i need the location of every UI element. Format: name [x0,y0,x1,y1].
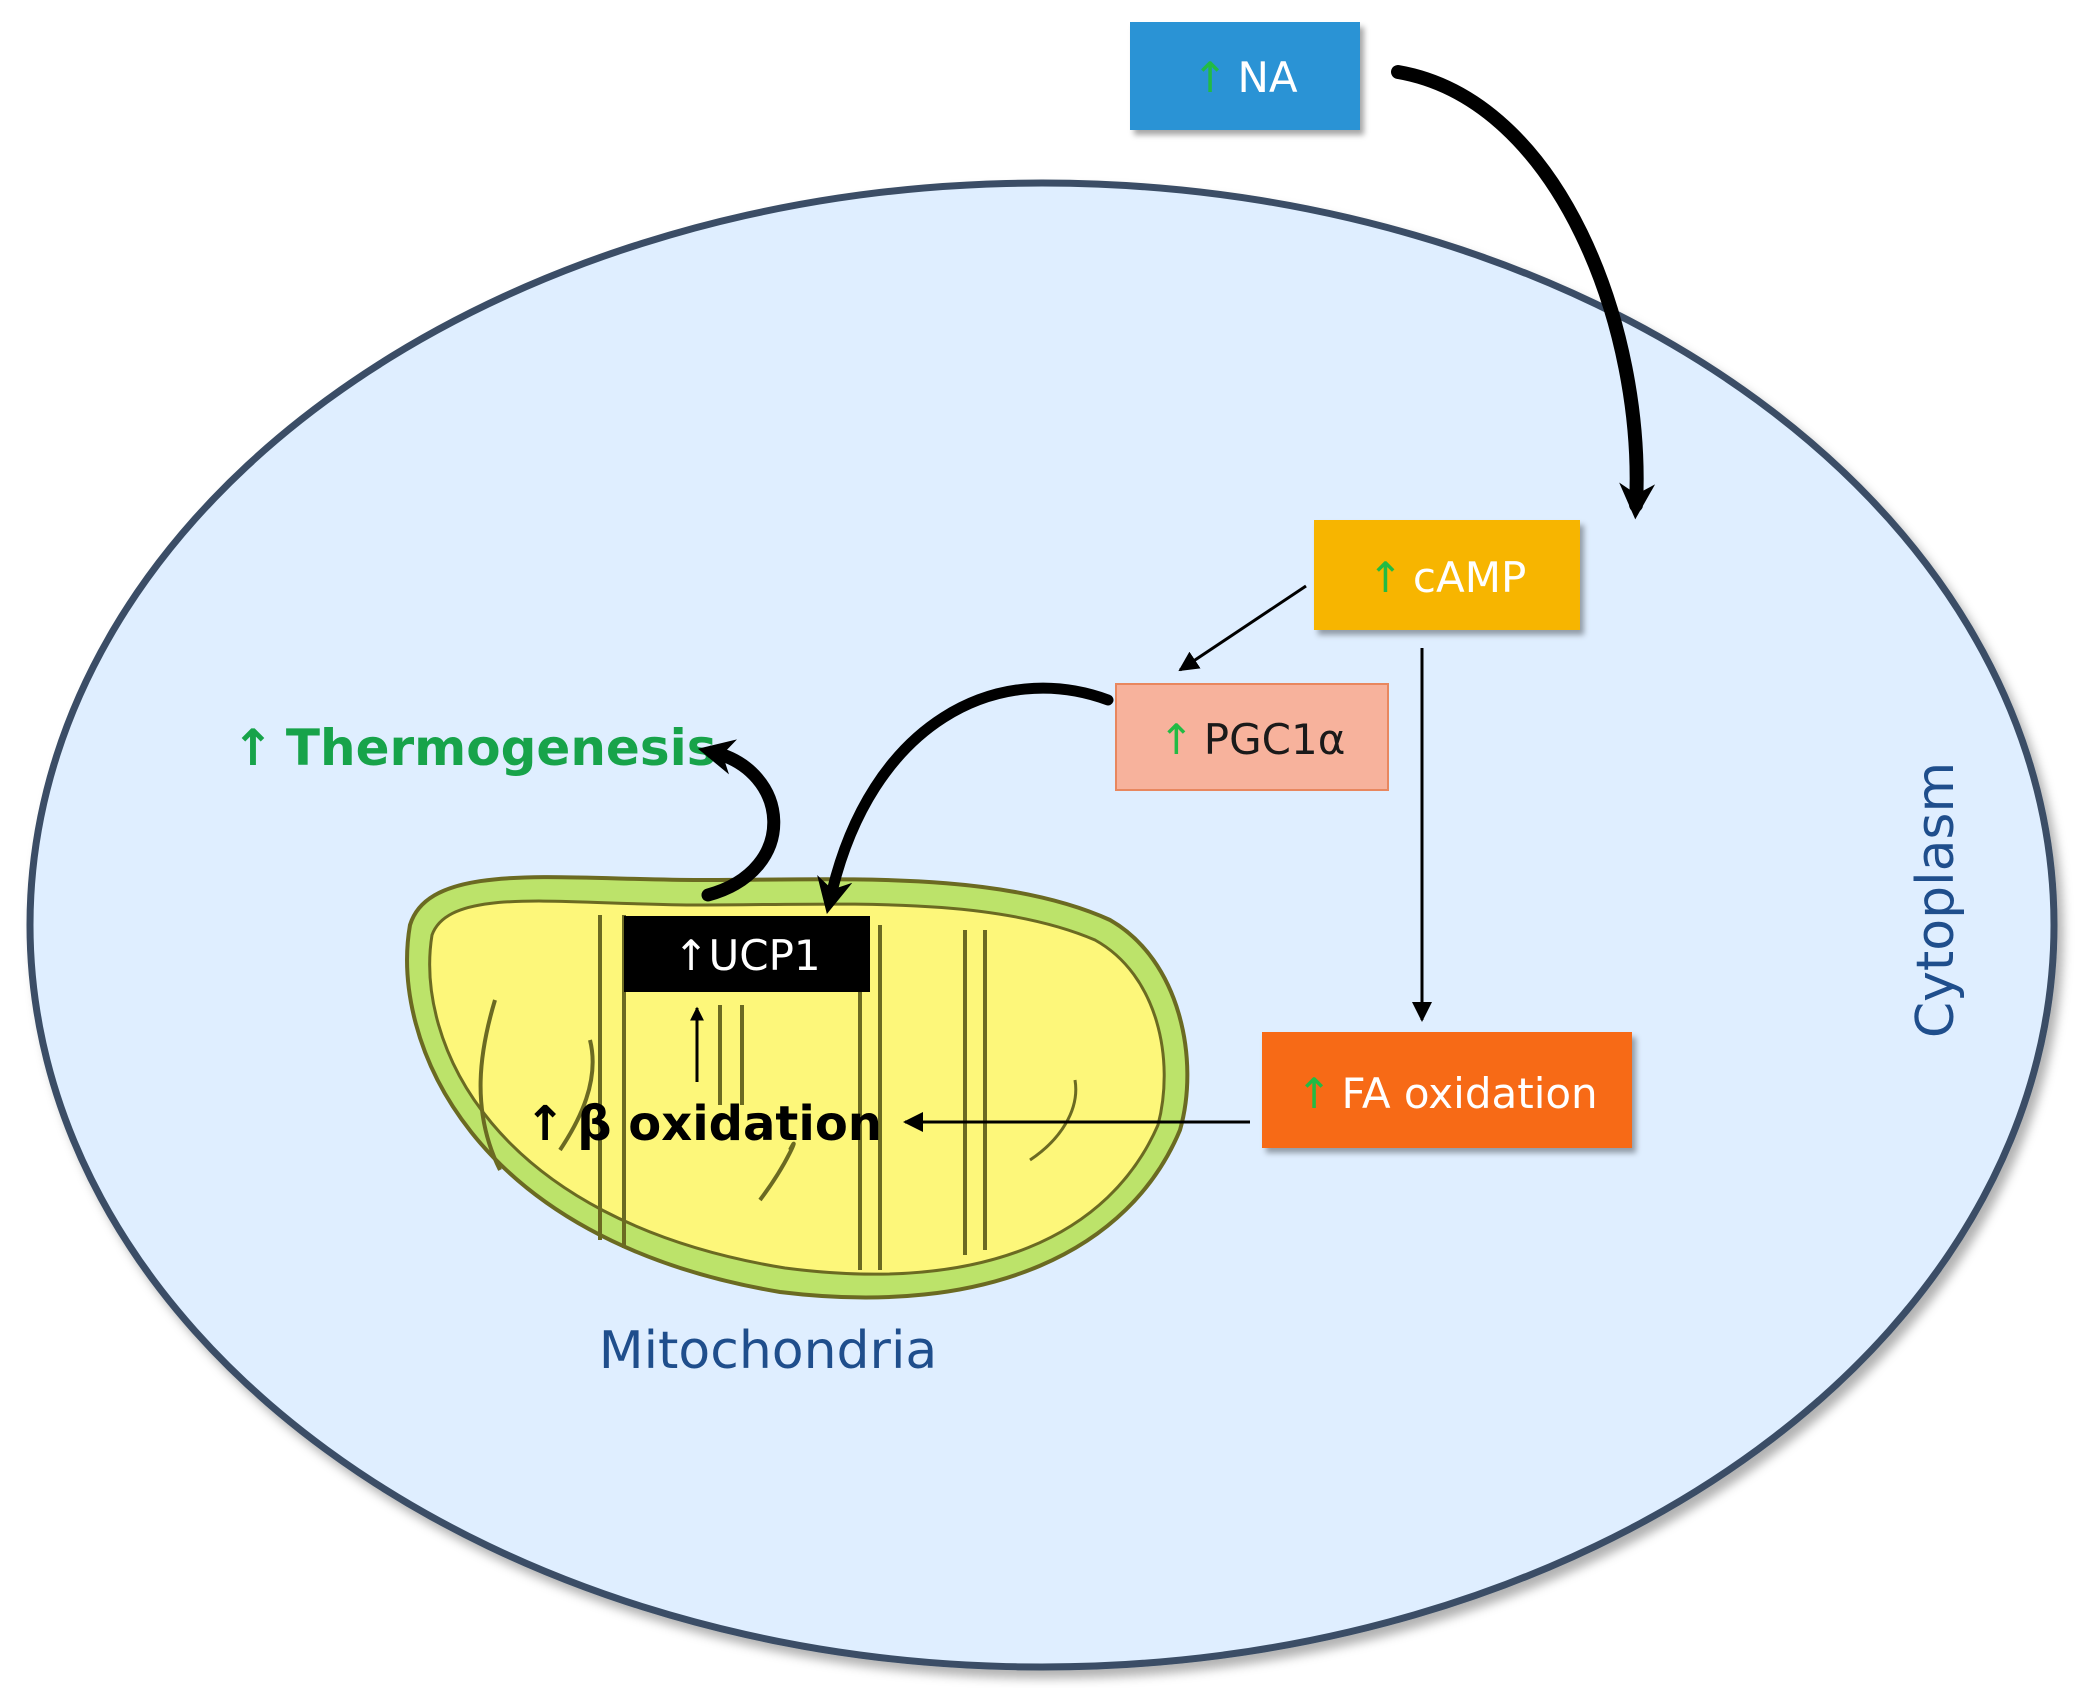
beta-oxidation-text: β oxidation [577,1096,882,1152]
arrow-camp-to-pgc1a [1178,584,1307,672]
na-up-arrow: ↑ [1192,53,1227,102]
camp-node: ↑cAMP [1314,520,1580,630]
camp-text: cAMP [1413,553,1526,602]
pgc1a-node: ↑PGC1α [1115,683,1389,791]
mito-crista [758,1141,796,1202]
fa-oxidation-box [1262,1032,1632,1148]
beta-oxidation-up-arrow: ↑ [525,1096,565,1152]
arrow-ucp1-to-thermogenesis [697,739,781,902]
camp-box [1314,520,1580,630]
fa-oxidation-node: ↑FA oxidation [1262,1032,1632,1148]
mito-crista [963,930,987,1255]
ucp1-text: UCP1 [709,931,821,980]
mito-crista [1029,1079,1078,1162]
fa-oxidation-label: ↑FA oxidation [1296,1069,1597,1118]
camp-label: ↑cAMP [1368,553,1527,602]
pgc1a-box [1115,683,1389,791]
thermogenesis-text: Thermogenesis [286,719,717,777]
pgc1a-label: ↑PGC1α [1159,715,1346,764]
beta-oxidation-label: ↑β oxidation [525,1096,882,1152]
fa-oxidation-text: FA oxidation [1342,1069,1598,1118]
na-box [1130,22,1360,130]
thermogenesis-up-arrow: ↑ [232,719,274,777]
ucp1-node: ↑UCP1 [624,916,870,992]
arrow-pgc1a-to-ucp1 [817,682,1114,915]
mito-crista [718,1005,744,1105]
pgc1a-text: PGC1α [1204,715,1346,764]
na-text: NA [1238,53,1298,102]
na-node: ↑NA [1130,22,1360,130]
mitochondria-label: Mitochondria [599,1321,938,1381]
pgc1a-up-arrow: ↑ [1159,715,1194,764]
cytoplasm-label: Cytoplasm [1906,762,1966,1038]
camp-up-arrow: ↑ [1368,553,1403,602]
mito-inner-membrane [428,899,1166,1276]
ucp1-up-arrow: ↑ [673,931,708,980]
fa-oxidation-up-arrow: ↑ [1296,1069,1331,1118]
mito-crista [558,1039,595,1152]
thermogenesis-label: ↑Thermogenesis [232,719,717,777]
na-label: ↑NA [1192,53,1298,102]
arrow-na-to-camp [1391,65,1656,520]
ucp1-box [624,916,870,992]
mito-crista [478,999,502,1171]
ucp1-label: ↑UCP1 [673,931,820,980]
mitochondrion [405,875,1190,1300]
